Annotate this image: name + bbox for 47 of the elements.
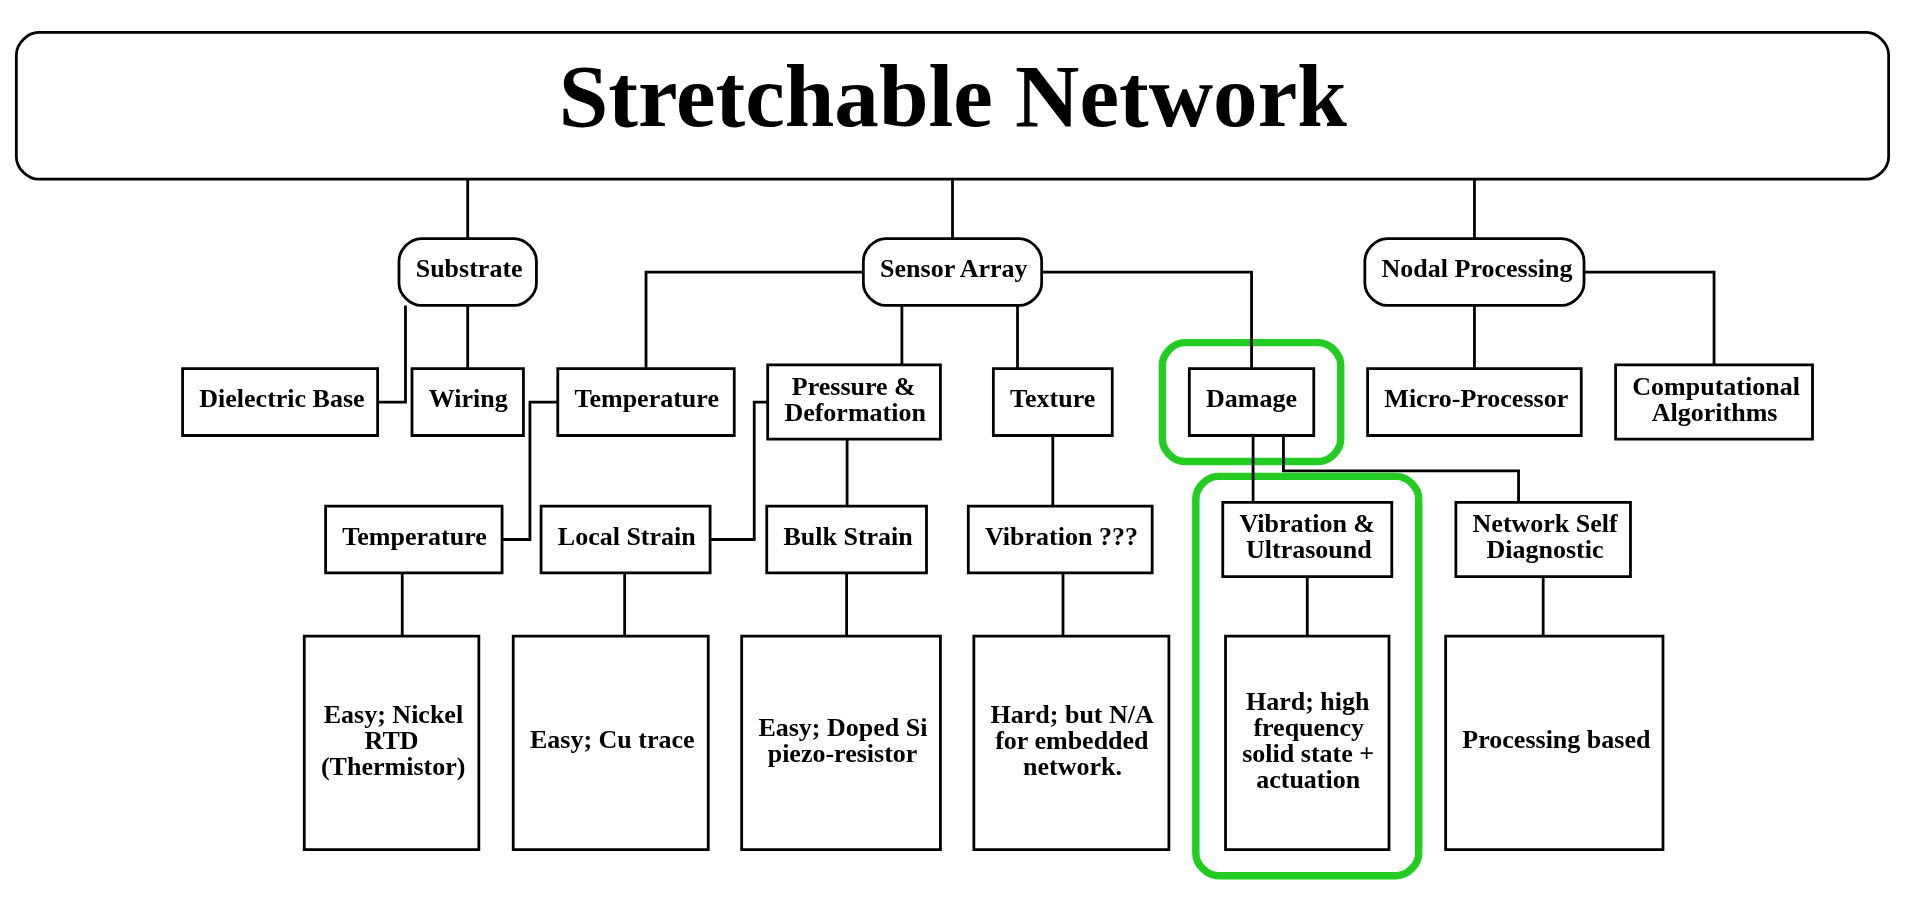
node-box: Local Strain bbox=[539, 504, 712, 575]
node-box: Computational Algorithms bbox=[1614, 363, 1814, 441]
connector bbox=[1305, 576, 1309, 636]
connector bbox=[466, 305, 470, 369]
connector bbox=[1541, 576, 1545, 636]
connector bbox=[644, 270, 864, 369]
node-box: Easy; Nickel RTD (Thermistor) bbox=[302, 634, 481, 852]
node-box: Easy; Cu trace bbox=[511, 634, 710, 852]
connector bbox=[466, 179, 470, 239]
node-box: Temperature bbox=[556, 367, 736, 437]
node-box: Substrate bbox=[397, 237, 538, 307]
connector bbox=[1042, 270, 1253, 369]
connector bbox=[1282, 435, 1520, 502]
node-box: Nodal Processing bbox=[1363, 237, 1586, 307]
connector bbox=[1473, 179, 1476, 239]
node-box: Hard; but N/A for embedded network. bbox=[972, 634, 1171, 852]
node-box: Dielectric Base bbox=[181, 367, 379, 437]
node-box: Temperature bbox=[324, 504, 504, 575]
node-box: Network Self Diagnostic bbox=[1454, 500, 1632, 579]
node-box: Hard; high frequency solid state + actuation bbox=[1224, 634, 1391, 852]
connector bbox=[1051, 436, 1055, 506]
connector bbox=[1473, 305, 1476, 369]
cluster bbox=[1192, 472, 1423, 880]
node-box: Pressure & Deformation bbox=[766, 363, 942, 441]
connector bbox=[1061, 573, 1065, 636]
connector bbox=[845, 439, 849, 506]
node-box: Processing based bbox=[1444, 634, 1665, 852]
node-box: Micro-Processor bbox=[1366, 367, 1583, 437]
connector bbox=[1251, 436, 1255, 503]
connector bbox=[951, 179, 954, 239]
connector bbox=[845, 573, 849, 636]
connector bbox=[1016, 305, 1019, 369]
node-box: Texture bbox=[991, 367, 1114, 437]
node-box: Vibration & Ultrasound bbox=[1221, 500, 1394, 579]
node-box: Sensor Array bbox=[861, 237, 1044, 307]
connector bbox=[710, 400, 768, 541]
node-box: Easy; Doped Si piezo-resistor bbox=[740, 634, 942, 852]
node-box: Stretchable Network bbox=[14, 31, 1891, 181]
cluster bbox=[1158, 338, 1345, 466]
node-box: Wiring bbox=[410, 367, 525, 437]
connector bbox=[900, 305, 904, 365]
node-box: Damage bbox=[1187, 367, 1316, 437]
node-box: Vibration ??? bbox=[966, 504, 1154, 575]
connector bbox=[400, 573, 404, 636]
node-box: Bulk Strain bbox=[765, 504, 928, 575]
connector bbox=[623, 573, 627, 636]
connector bbox=[1584, 270, 1716, 365]
